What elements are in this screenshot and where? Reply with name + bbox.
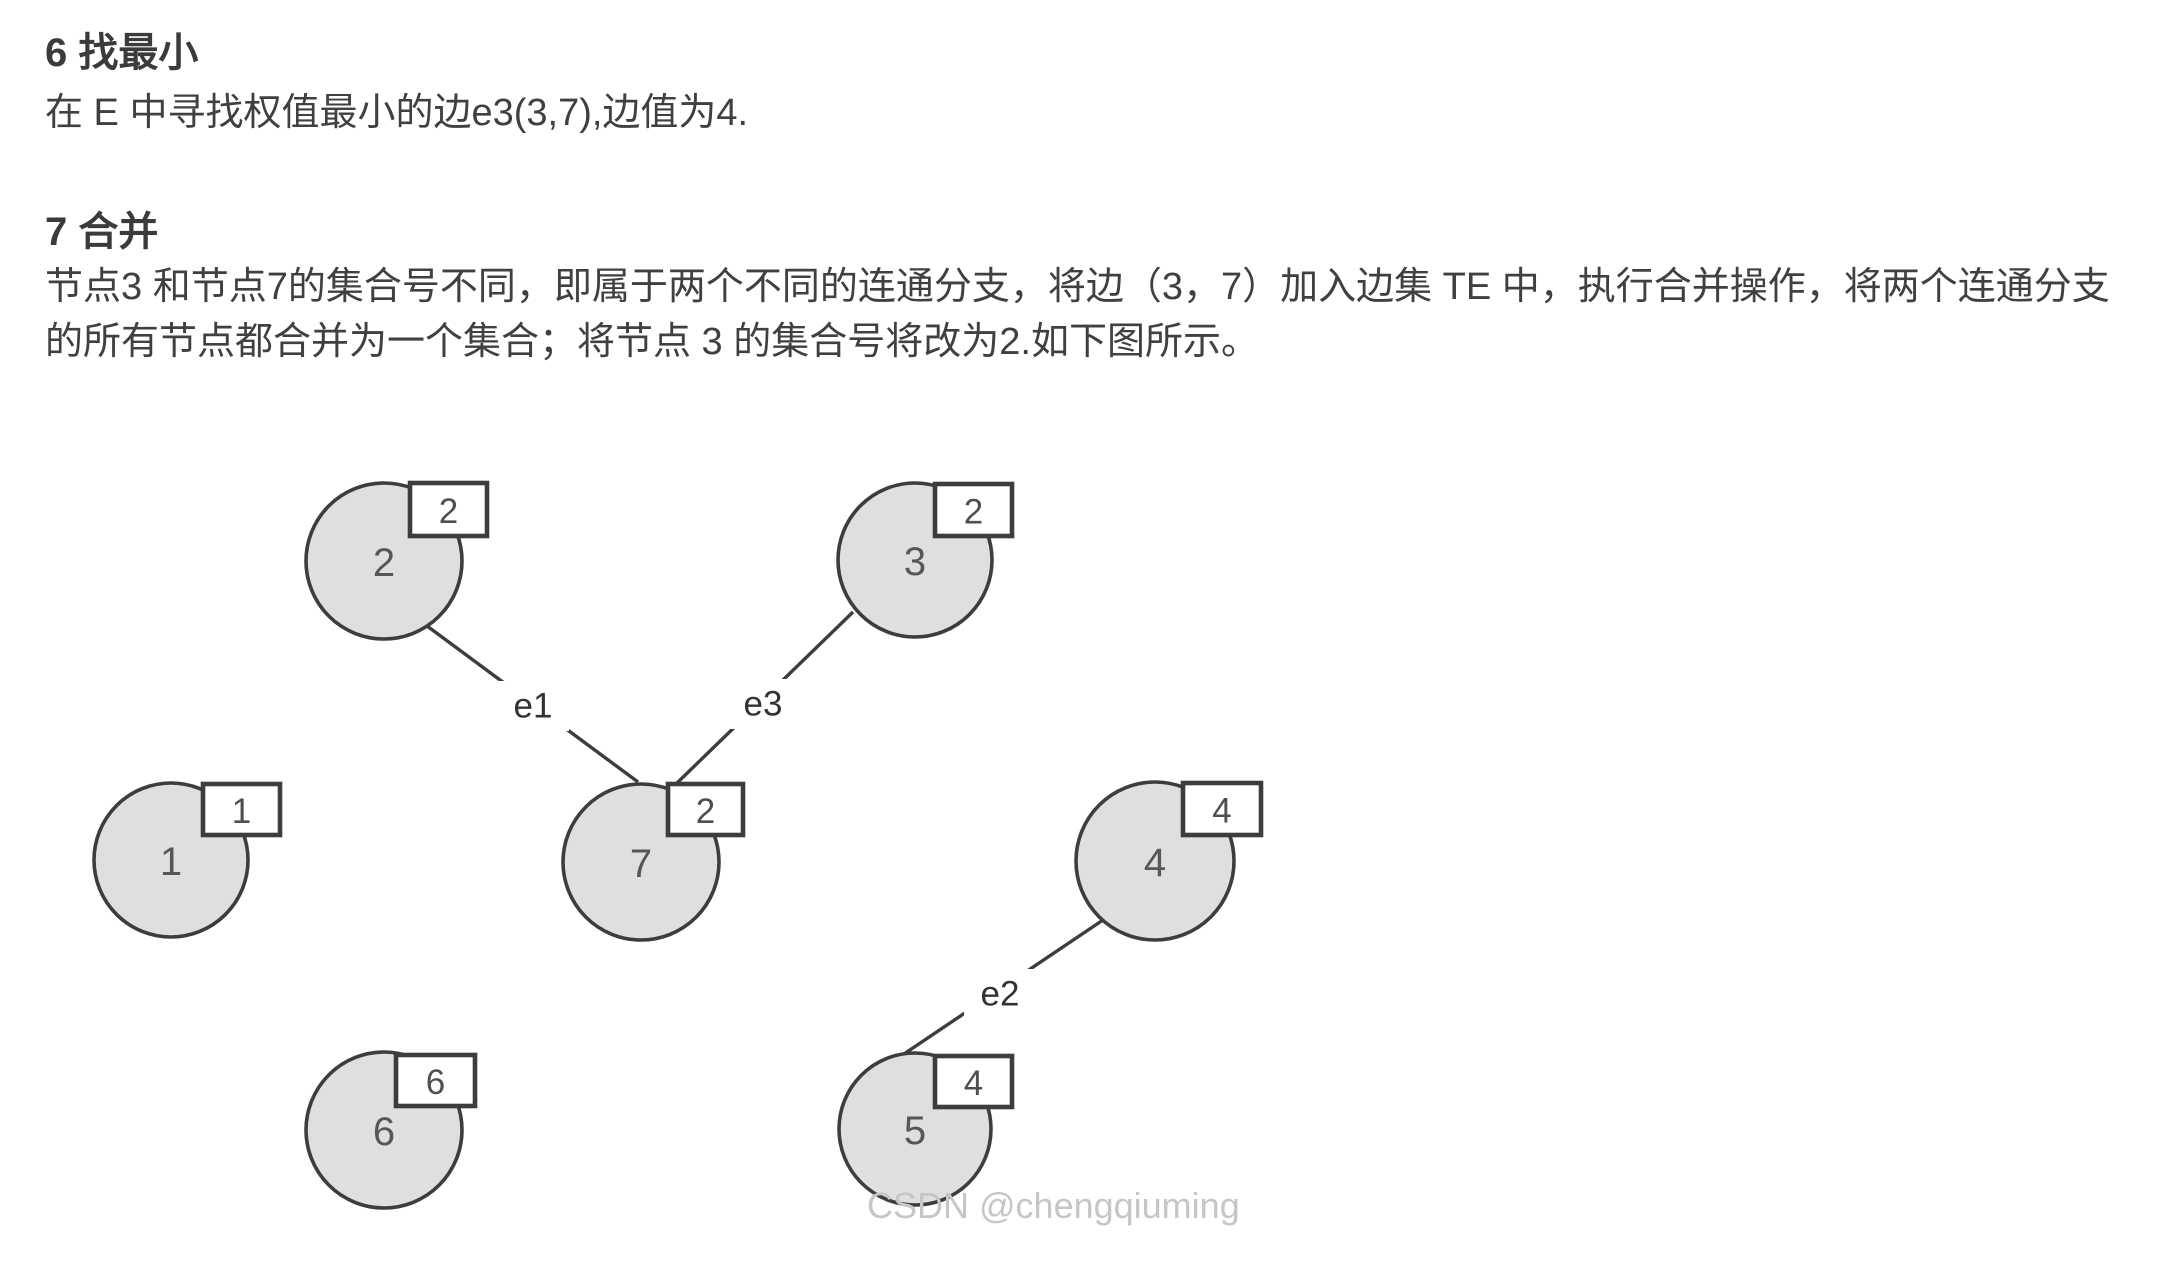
set-label-3: 2 bbox=[964, 493, 983, 532]
set-box-2 bbox=[407, 480, 490, 539]
node-label-1: 1 bbox=[160, 840, 182, 884]
edge-label-e3: e3 bbox=[744, 685, 783, 724]
set-box-5 bbox=[932, 1053, 1015, 1110]
set-label-2: 2 bbox=[439, 492, 458, 531]
set-box-7 bbox=[665, 781, 746, 838]
section-7-paragraph: 节点3 和节点7的集合号不同，即属于两个不同的连通分支，将边（3，7）加入边集 … bbox=[45, 266, 2110, 363]
set-label-5: 4 bbox=[964, 1064, 983, 1103]
edge-label-bg-e2 bbox=[964, 969, 1036, 1019]
section-6-paragraph: 在 E 中寻找权值最小的边e3(3,7),边值为4. bbox=[45, 92, 749, 134]
set-label-6: 6 bbox=[426, 1063, 445, 1102]
set-box-1 bbox=[200, 781, 283, 838]
watermark: CSDN @chengqiuming bbox=[867, 1185, 1240, 1226]
node-label-4: 4 bbox=[1144, 841, 1166, 885]
edge-label-bg-e1 bbox=[497, 681, 569, 731]
set-box-6 bbox=[393, 1052, 478, 1109]
set-label-1: 1 bbox=[232, 792, 251, 831]
node-label-5: 5 bbox=[904, 1109, 926, 1153]
set-label-4: 4 bbox=[1212, 792, 1231, 831]
set-label-7: 2 bbox=[696, 792, 715, 831]
node-label-3: 3 bbox=[904, 540, 926, 584]
edge-label-e2: e2 bbox=[981, 975, 1020, 1014]
node-label-6: 6 bbox=[373, 1110, 395, 1154]
section-heading-6: 6 找最小 bbox=[45, 31, 199, 75]
node-label-2: 2 bbox=[373, 541, 395, 585]
node-label-7: 7 bbox=[630, 842, 652, 886]
edge-label-e1: e1 bbox=[514, 687, 553, 726]
set-box-3 bbox=[932, 481, 1015, 539]
section-heading-7: 7 合并 bbox=[45, 210, 159, 254]
edge-label-bg-e3 bbox=[727, 679, 799, 729]
set-box-4 bbox=[1180, 780, 1264, 838]
